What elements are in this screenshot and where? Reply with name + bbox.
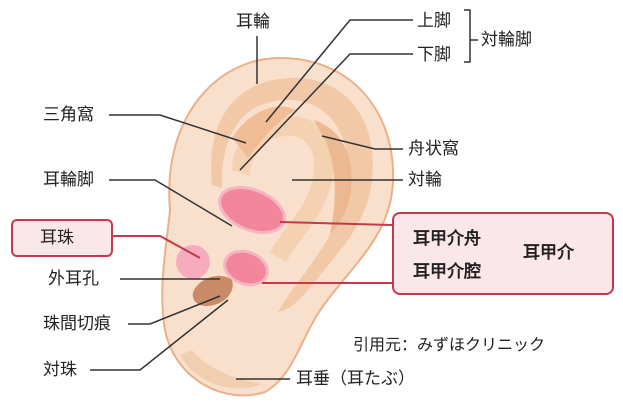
cavum-conchae-label: 耳甲介腔 [413, 262, 481, 282]
concha-label: 耳甲介 [523, 243, 574, 263]
lobule-shade [180, 350, 262, 389]
triangular-fossa-shape [232, 106, 296, 158]
leader-antitragus [90, 299, 229, 371]
triangular-fossa-label: 三角窩 [43, 105, 94, 125]
cymba-conchae-label: 耳甲介舟 [413, 229, 481, 249]
leader-cymba-conchae [279, 221, 393, 226]
leader-tragus [113, 235, 201, 259]
antihelix-crura-label: 対輪脚 [481, 30, 532, 50]
antihelix-shape [232, 116, 335, 262]
scaphoid-shape [314, 120, 352, 234]
external-meatus-label: 外耳孔 [48, 269, 99, 289]
antihelix-label: 対輪 [408, 170, 442, 190]
leader-antihelix-bracket [464, 9, 471, 63]
tragus-label: 耳珠 [40, 228, 74, 248]
lobule-label: 耳垂（耳たぶ） [296, 369, 415, 389]
antitragus-label: 対珠 [43, 360, 77, 380]
helix-rim-shade [211, 77, 373, 312]
ear-canal-shape [192, 275, 233, 306]
cavum-conchae-shape [223, 249, 269, 287]
credit-text: 引用元：みずほクリニック [353, 335, 546, 354]
intertragic-notch-label: 珠間切痕 [43, 314, 111, 334]
leader-superior-crus [265, 19, 413, 123]
helix-crus-label: 耳輪脚 [43, 170, 94, 190]
tragus-label-box [11, 219, 113, 257]
leader-scaphoid-fossa [321, 135, 403, 150]
helix-label: 耳輪 [236, 12, 270, 32]
leader-inferior-crus [239, 53, 413, 171]
inferior-crus-label: 下脚 [417, 45, 451, 65]
superior-crus-label: 上脚 [417, 11, 451, 31]
concha-label-box [392, 212, 614, 295]
leader-triangular-fossa [109, 114, 247, 144]
tragus-shape [176, 245, 210, 279]
leader-intertragic-notch [128, 295, 221, 325]
scaphoid-fossa-label: 舟状窩 [408, 139, 459, 159]
leader-helix-crus [109, 179, 233, 227]
